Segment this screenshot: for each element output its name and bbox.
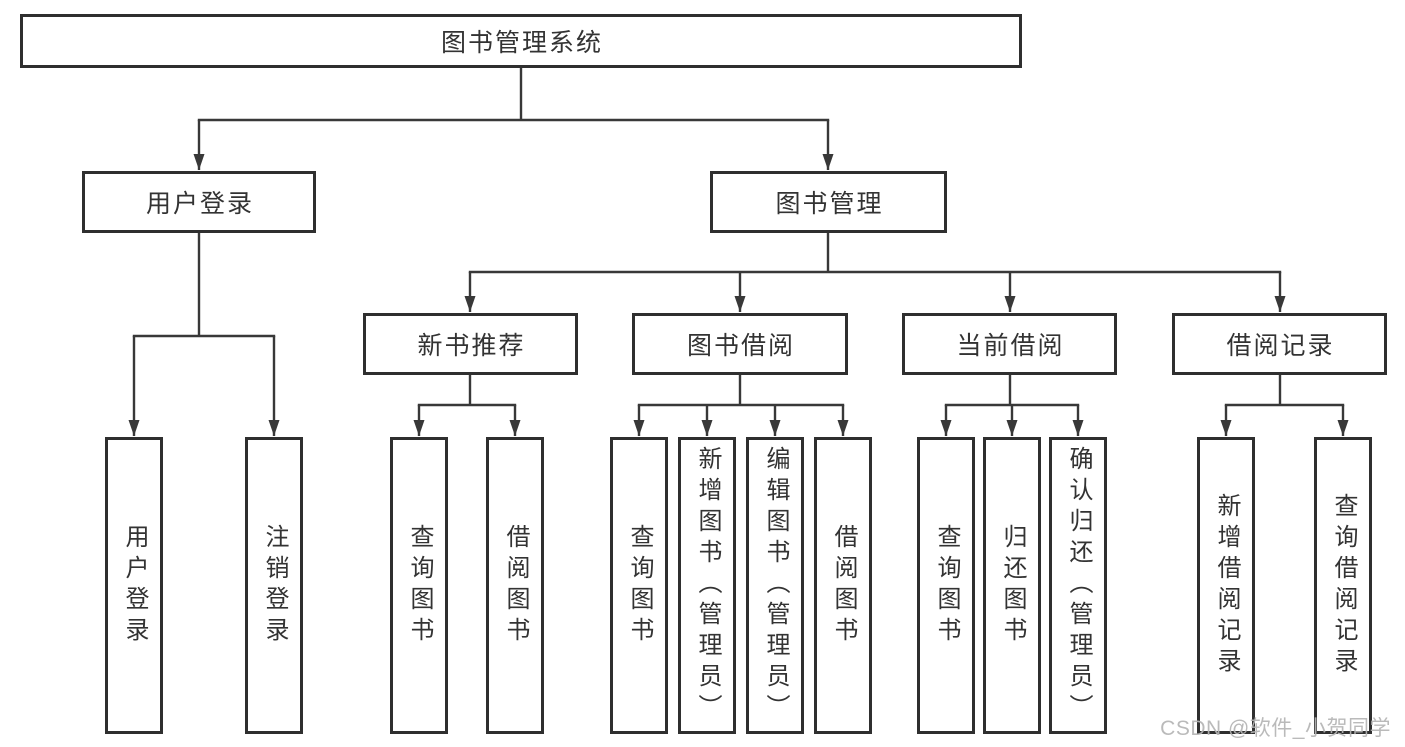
node-label: 当前借阅: [956, 332, 1065, 360]
leaf-user-login: 用户登录: [105, 437, 163, 734]
leaf-label: 查询借阅记录: [1330, 492, 1357, 679]
leaf-label: 确认归还（管理员）: [1065, 446, 1092, 725]
leaf-rec-borrow-books: 借阅图书: [486, 437, 544, 734]
leaf-bb-borrow-books: 借阅图书: [814, 437, 872, 734]
watermark: CSDN @软件_小贺同学: [1160, 717, 1391, 740]
leaf-cb-query-books: 查询图书: [917, 437, 975, 734]
leaf-label: 新增图书（管理员）: [694, 446, 721, 725]
node-book-management-system: 图书管理系统: [20, 14, 1022, 68]
leaf-bb-edit-books-admin: 编辑图书（管理员）: [746, 437, 804, 734]
leaf-label: 查询图书: [626, 523, 653, 648]
leaf-label: 借阅图书: [830, 523, 857, 648]
leaf-cb-return-books: 归还图书: [983, 437, 1041, 734]
node-user-login: 用户登录: [82, 171, 316, 233]
node-label: 图书借阅: [686, 332, 795, 360]
node-book-borrowing: 图书借阅: [632, 313, 848, 375]
node-label: 新书推荐: [417, 332, 526, 360]
leaf-bb-query-books: 查询图书: [610, 437, 668, 734]
node-current-borrowing: 当前借阅: [902, 313, 1117, 375]
leaf-br-add-record: 新增借阅记录: [1197, 437, 1255, 734]
leaf-label: 新增借阅记录: [1213, 492, 1240, 679]
leaf-label: 查询图书: [406, 523, 433, 648]
leaf-bb-add-books-admin: 新增图书（管理员）: [678, 437, 736, 734]
node-label: 图书管理: [775, 190, 884, 218]
leaf-rec-query-books: 查询图书: [390, 437, 448, 734]
leaf-label: 编辑图书（管理员）: [762, 446, 789, 725]
leaf-label: 归还图书: [999, 523, 1026, 648]
leaf-label: 用户登录: [121, 523, 148, 648]
leaf-cb-confirm-return-admin: 确认归还（管理员）: [1049, 437, 1107, 734]
leaf-label: 查询图书: [933, 523, 960, 648]
leaf-label: 注销登录: [261, 523, 288, 648]
leaf-logout: 注销登录: [245, 437, 303, 734]
node-borrowing-records: 借阅记录: [1172, 313, 1387, 375]
node-book-management: 图书管理: [710, 171, 947, 233]
node-new-book-recommendation: 新书推荐: [363, 313, 578, 375]
node-label: 借阅记录: [1226, 332, 1335, 360]
leaf-br-query-record: 查询借阅记录: [1314, 437, 1372, 734]
leaf-label: 借阅图书: [502, 523, 529, 648]
node-label: 图书管理系统: [440, 29, 603, 57]
node-label: 用户登录: [145, 190, 254, 218]
